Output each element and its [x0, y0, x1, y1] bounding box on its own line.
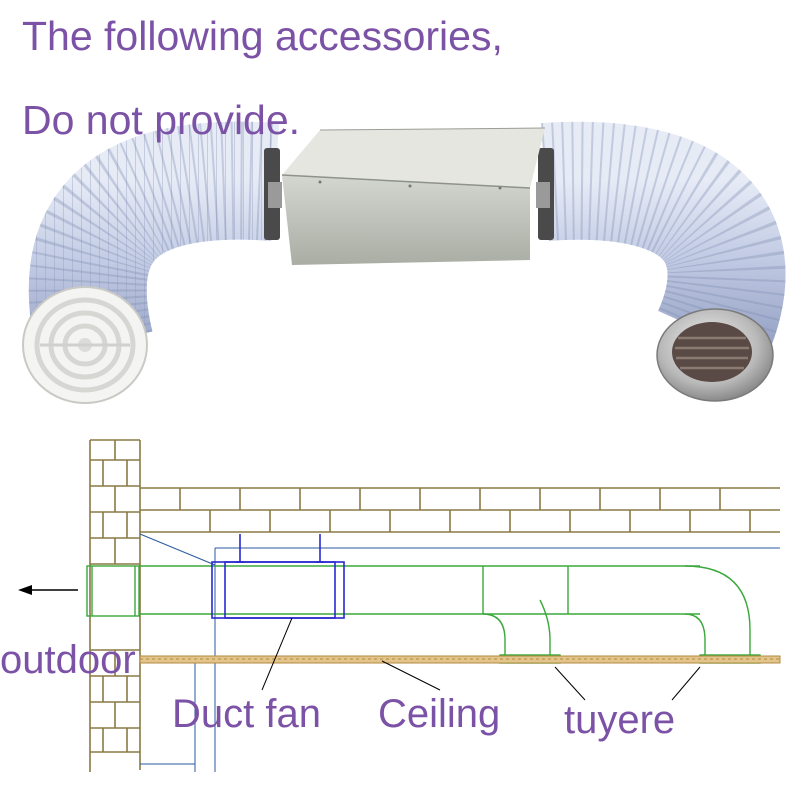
room-outline	[139, 533, 780, 772]
left-clamp-buckle	[268, 182, 282, 208]
outdoor-arrow	[18, 585, 78, 595]
headline-line-1: The following accessories,	[22, 13, 503, 59]
ceiling-board	[139, 655, 781, 664]
headline-line-2: Do not provide.	[22, 97, 301, 143]
ceiling-label: Ceiling	[378, 692, 501, 736]
duct-fan-symbol	[211, 534, 345, 619]
ceiling-grille	[22, 286, 148, 404]
right-clamp-buckle	[536, 182, 550, 208]
duct-fan-label: Duct fan	[172, 692, 321, 736]
outdoor-vent-cap	[656, 308, 774, 402]
outdoor-label: outdoor	[0, 638, 136, 682]
right-flexible-hose	[540, 121, 786, 360]
brick-wall	[89, 439, 780, 772]
product-photo	[22, 121, 786, 404]
duct-run	[86, 565, 761, 664]
leader-lines	[261, 617, 701, 701]
duct-fan-box	[281, 127, 546, 265]
tuyere-label: tuyere	[564, 698, 676, 742]
